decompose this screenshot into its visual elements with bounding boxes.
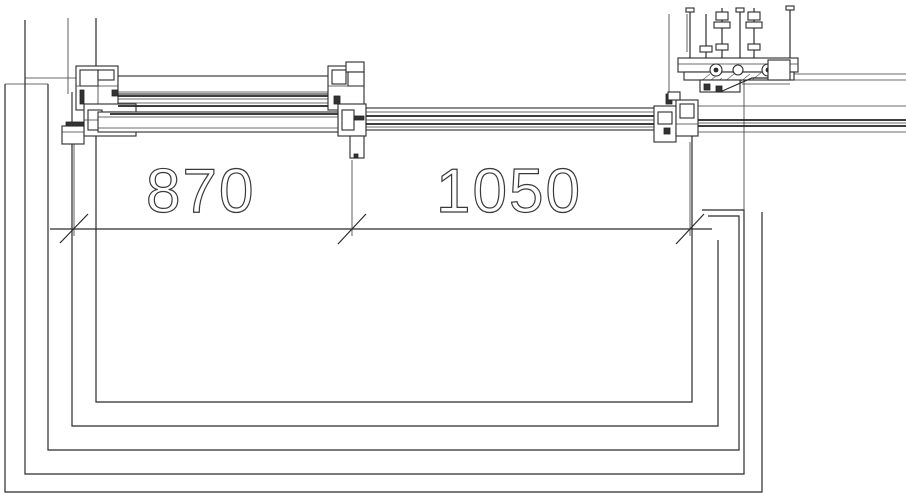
dimension-label-1050: 1050 <box>436 157 582 226</box>
right-structure-lines <box>698 73 906 133</box>
dimension-label-870: 870 <box>146 157 255 226</box>
right-jamb-profile <box>653 91 699 143</box>
lower-sliding-panel <box>97 107 657 133</box>
outer-frame-3 <box>47 84 740 451</box>
overhead-track-assembly <box>677 5 799 93</box>
outer-frame-4 <box>24 20 745 475</box>
outer-frame-5 <box>4 84 763 493</box>
dimension-line-group <box>50 138 712 245</box>
outline-frames <box>4 14 763 493</box>
inner-frame <box>95 18 693 403</box>
middle-mullion-profile <box>327 61 367 159</box>
top-sliding-panel <box>117 75 333 107</box>
outer-frame-2 <box>71 92 719 427</box>
